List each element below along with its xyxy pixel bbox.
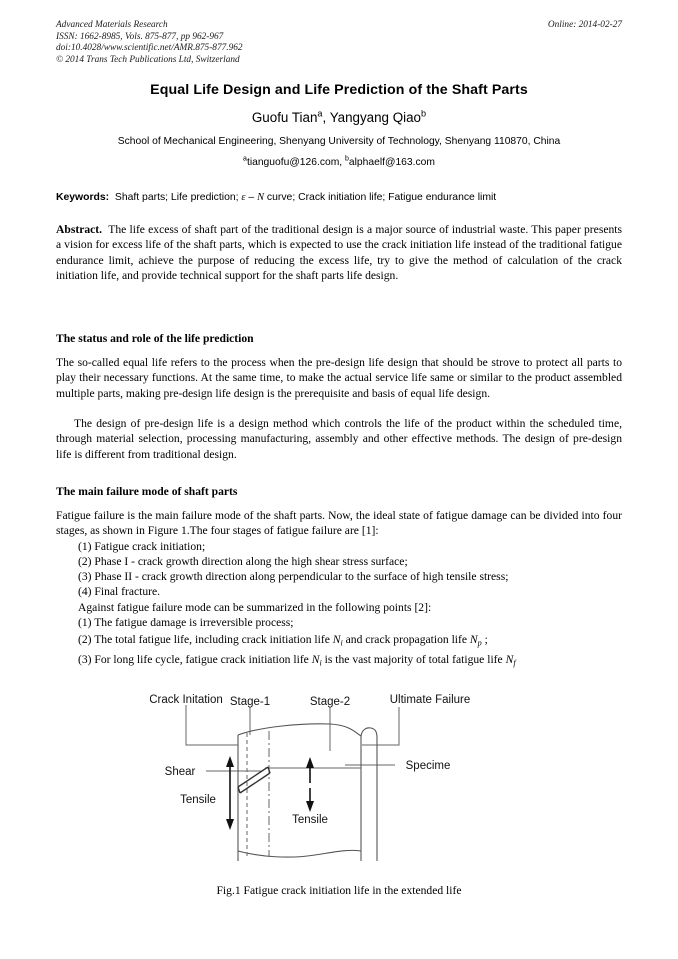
section-2-heading: The main failure mode of shaft parts xyxy=(56,485,238,498)
keywords-line: Keywords: Shaft parts; Life prediction; … xyxy=(56,192,630,203)
list-item: (3) Phase II - crack growth direction al… xyxy=(56,569,622,584)
author-2-marker: b xyxy=(421,108,427,119)
failure-stage-item-3: (3) Phase II - crack growth direction al… xyxy=(78,570,509,583)
abstract-text: The life excess of shaft part of the tra… xyxy=(56,223,623,282)
figure-label-crack-initiation: Crack Initation xyxy=(150,694,223,706)
section-1-paragraph-1: The so-called equal life refers to the p… xyxy=(56,356,622,400)
abstract-label: Abstract. xyxy=(56,223,103,236)
symbol-n-i: N xyxy=(332,633,341,646)
affiliation: School of Mechanical Engineering, Shenya… xyxy=(117,136,561,147)
abstract-paragraph: Abstract. The life excess of shaft part … xyxy=(56,222,622,283)
figure-label-tensile-center: Tensile xyxy=(292,814,328,826)
email-2: alphaelf@163.com xyxy=(348,157,435,168)
keywords-dash: – xyxy=(245,192,258,203)
section-2-paragraph-1: Fatigue failure is the main failure mode… xyxy=(56,509,622,538)
list-item: (2) The total fatigue life, including cr… xyxy=(56,632,622,647)
specimen-right-shoulder xyxy=(360,727,378,861)
masthead: Advanced Materials Research Online: 2014… xyxy=(56,20,622,66)
author-1-marker: a xyxy=(317,108,323,119)
figure-label-ultimate-failure: Ultimate Failure xyxy=(390,694,471,706)
section-2-paragraph-2: Against fatigue failure mode can be summ… xyxy=(56,600,622,615)
masthead-issn: ISSN: 1662-8985, Vols. 875-877, pp 962-9… xyxy=(56,31,224,42)
figure-label-specimen: Specime xyxy=(406,760,451,772)
masthead-copyright: © 2014 Trans Tech Publications Ltd, Swit… xyxy=(56,54,240,65)
page-title: Equal Life Design and Life Prediction of… xyxy=(150,82,528,98)
summary-intro-text: Against fatigue failure mode can be summ… xyxy=(78,601,432,614)
specimen-top-fracture-surface xyxy=(237,723,362,737)
email-2-marker: b xyxy=(345,155,349,163)
summary-point-1: (1) The fatigue damage is irreversible p… xyxy=(78,616,294,629)
figure-label-shear: Shear xyxy=(165,766,196,778)
figure-caption: Fig.1 Fatigue crack initiation life in t… xyxy=(216,884,462,897)
keywords-n-symbol: N xyxy=(257,192,265,203)
fatigue-specimen-diagram: Crack Initation Stage-1 Stage-2 Ultimate… xyxy=(149,694,471,861)
list-item: (1) The fatigue damage is irreversible p… xyxy=(56,615,622,630)
tensile-arrow-left xyxy=(226,756,234,830)
keywords-label: Keywords: xyxy=(56,192,110,203)
email-1-marker: a xyxy=(243,155,247,163)
failure-stage-item-2: (2) Phase I - crack growth direction alo… xyxy=(78,555,408,568)
summary-point-3: (3) For long life cycle, fatigue crack i… xyxy=(56,652,516,667)
failure-stage-item-1: (1) Fatigue crack initiation; xyxy=(78,540,206,553)
symbol-n-p-subscript: p xyxy=(477,638,482,648)
figure-label-stage-2: Stage-2 xyxy=(310,696,350,708)
keywords-part-2: curve; Crack initiation life; Fatigue en… xyxy=(266,192,497,203)
list-item: (2) Phase I - crack growth direction alo… xyxy=(56,554,622,569)
shear-crack-end-cap xyxy=(237,786,241,794)
masthead-doi: doi:10.4028/www.scientific.net/AMR.875-8… xyxy=(56,43,243,54)
symbol-n-i-2-subscript: i xyxy=(319,658,322,668)
leader-line-crack-initiation xyxy=(185,705,238,746)
shear-crack-end-cap-2 xyxy=(267,766,271,774)
keywords-part-1: Shaft parts; Life prediction; xyxy=(114,192,239,203)
section-1-paragraph-2: The design of pre-design life is a desig… xyxy=(56,417,622,461)
email-separator: , xyxy=(339,157,346,168)
symbol-n-f: N xyxy=(505,653,514,666)
figure-1: Crack Initation Stage-1 Stage-2 Ultimate… xyxy=(149,683,550,863)
specimen-bottom-edge xyxy=(237,849,362,858)
author-1-name: Guofu Tian xyxy=(251,110,318,125)
journal-name: Advanced Materials Research xyxy=(56,20,168,30)
tensile-arrow-center xyxy=(306,757,314,812)
leader-line-ultimate-failure xyxy=(362,707,400,746)
author-emails: atianguofu@126.com, balphaelf@163.com xyxy=(56,155,622,168)
figure-label-stage-1: Stage-1 xyxy=(230,696,270,708)
symbol-n-i-2: N xyxy=(311,653,320,666)
masthead-journal-row: Advanced Materials Research Online: 2014… xyxy=(56,20,622,32)
symbol-n-i-subscript: i xyxy=(340,638,343,648)
section-1-heading: The status and role of the life predicti… xyxy=(56,332,254,345)
shear-crack-line-lower xyxy=(239,772,271,794)
shear-crack-line-upper xyxy=(237,766,269,788)
email-1: tianguofu@126.com xyxy=(246,157,340,168)
list-item: (4) Final fracture. xyxy=(56,584,622,599)
figure-label-tensile-left: Tensile xyxy=(180,794,216,806)
author-2-name: Yangyang Qiao xyxy=(329,110,422,125)
summary-point-2-text-c: ; xyxy=(481,633,488,646)
summary-point-3-text-b: is the vast majority of total fatigue li… xyxy=(321,653,506,666)
failure-stage-item-4: (4) Final fracture. xyxy=(78,585,161,598)
summary-point-2-text-a: (2) The total fatigue life, including cr… xyxy=(78,633,333,646)
symbol-n-f-subscript: f xyxy=(513,658,516,668)
summary-point-2: (2) The total fatigue life, including cr… xyxy=(56,632,488,647)
keywords-epsilon-symbol: ε xyxy=(241,192,246,203)
online-date: Online: 2014-02-27 xyxy=(547,20,622,30)
list-item: (1) Fatigue crack initiation; xyxy=(56,539,622,554)
author-separator: , xyxy=(322,110,330,125)
list-item: (3) For long life cycle, fatigue crack i… xyxy=(56,652,622,667)
symbol-n-p: N xyxy=(469,633,478,646)
summary-point-2-text-b: and crack propagation life xyxy=(342,633,470,646)
author-list: Guofu Tiana, Yangyang Qiaob xyxy=(56,108,622,125)
summary-point-3-text-a: (3) For long life cycle, fatigue crack i… xyxy=(78,653,312,666)
